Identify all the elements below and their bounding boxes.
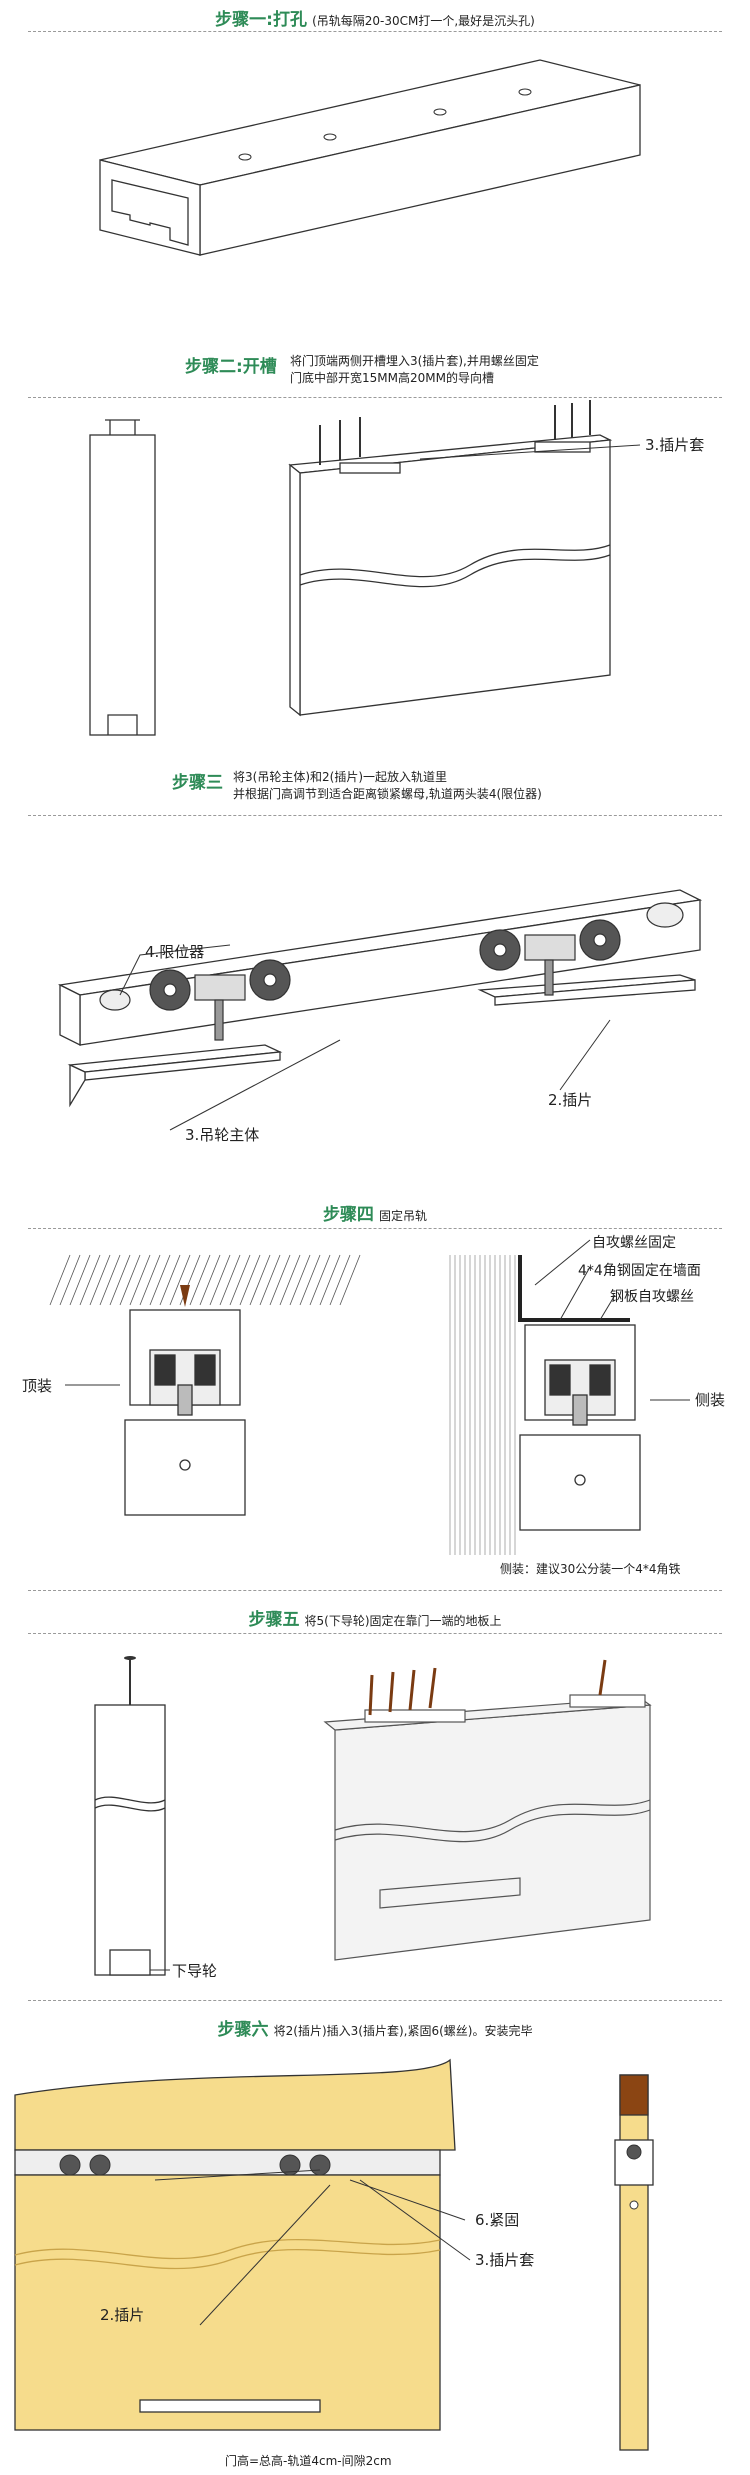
step3-label-limiter: 4.限位器: [145, 943, 204, 961]
step6-label-sleeve: 3.插片套: [475, 2251, 534, 2269]
divider: [28, 1633, 722, 1634]
step4-label-top: 顶装: [22, 1377, 52, 1395]
divider: [28, 2000, 722, 2001]
step3-label-hanger: 3.吊轮主体: [185, 1126, 259, 1144]
step5-header: 步骤五 将5(下导轮)固定在靠门一端的地板上: [0, 1605, 750, 1630]
step5-note: 将5(下导轮)固定在靠门一端的地板上: [304, 1614, 502, 1628]
step2-note-line2: 门底中部开宽15MM高20MM的导向槽: [290, 371, 494, 385]
step4-mounting-drawing: 顶装 侧装 自攻螺丝固定 4*4角钢固定在墙面 钢板自攻螺丝 侧装：建议30公分…: [22, 1235, 725, 1576]
step5-title: 步骤五: [248, 1610, 300, 1630]
step6-title: 步骤六: [217, 2020, 269, 2040]
step3-label-insert: 2.插片: [548, 1091, 592, 1109]
step5-guide-drawing: 下导轮: [94, 1656, 652, 1980]
step3-assembly-drawing: 4.限位器 3.吊轮主体 2.插片: [57, 889, 703, 1144]
step4-header: 步骤四 固定吊轨: [0, 1200, 750, 1225]
step2-title: 步骤二:开槽: [185, 357, 277, 377]
divider: [28, 31, 722, 32]
divider: [28, 815, 722, 816]
step4-label-screw: 自攻螺丝固定: [592, 1235, 676, 1251]
divider: [28, 397, 722, 398]
step1-note: (吊轨每隔20-30CM打一个,最好是沉头孔): [312, 14, 535, 28]
step4-title: 步骤四: [322, 1205, 374, 1225]
step4-note: 固定吊轨: [379, 1209, 428, 1223]
step3-title: 步骤三: [172, 773, 223, 793]
step3-note-line1: 将3(吊轮主体)和2(插片)一起放入轨道里: [233, 770, 447, 784]
step6-label-tighten: 6.紧固: [475, 2211, 519, 2229]
step3-note-line2: 并根据门高调节到适合距离锁紧螺母,轨道两头装4(限位器): [233, 787, 542, 801]
step6-final-drawing: 2.插片 6.紧固 3.插片套 门高=总高-轨道4cm-间隙2cm: [14, 2058, 654, 2468]
step6-note: 将2(插片)插入3(插片套),紧固6(螺丝)。安装完毕: [273, 2024, 533, 2038]
step2-door-drawing: 3.插片套: [89, 400, 704, 736]
step1-title: 步骤一:打孔: [215, 10, 307, 30]
divider: [28, 1228, 722, 1229]
step6-header: 步骤六 将2(插片)插入3(插片套),紧固6(螺丝)。安装完毕: [0, 2015, 750, 2040]
step1-header: 步骤一:打孔 (吊轨每隔20-30CM打一个,最好是沉头孔): [0, 5, 750, 30]
step1-rail-drawing: [99, 59, 641, 256]
step6-label-insert: 2.插片: [100, 2306, 144, 2324]
step5-label-wheel: 下导轮: [172, 1962, 217, 1980]
step4-label-plate: 钢板自攻螺丝: [610, 1289, 694, 1305]
step4-label-bracket: 4*4角钢固定在墙面: [578, 1263, 701, 1279]
step4-label-side: 侧装: [695, 1391, 725, 1409]
step6-formula: 门高=总高-轨道4cm-间隙2cm: [225, 2453, 392, 2468]
step2-label-sleeve: 3.插片套: [645, 436, 704, 454]
divider: [28, 1590, 722, 1591]
step2-note-line1: 将门顶端两侧开槽埋入3(插片套),并用螺丝固定: [290, 354, 539, 368]
step4-footnote: 侧装：建议30公分装一个4*4角铁: [500, 1562, 681, 1576]
